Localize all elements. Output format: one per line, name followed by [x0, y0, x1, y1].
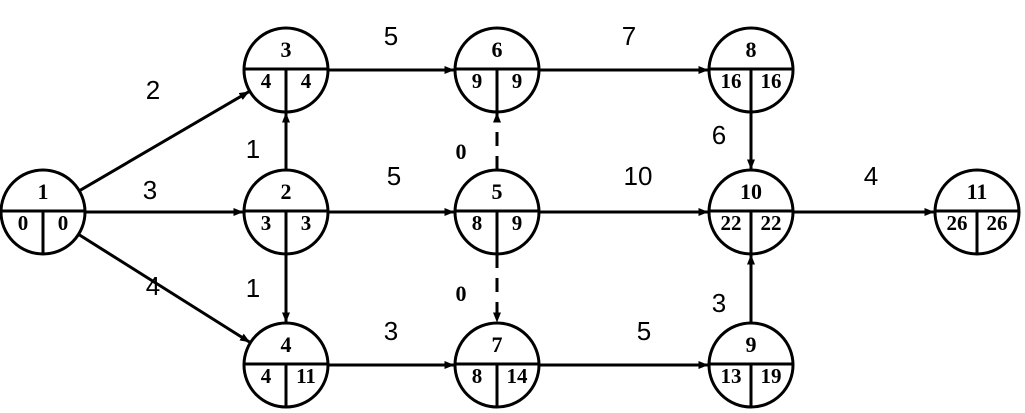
- node-late-time: 14: [507, 364, 529, 388]
- edge-label-4-7: 3: [384, 316, 398, 346]
- node-early-time: 16: [721, 69, 742, 93]
- node-late-time: 19: [761, 364, 782, 388]
- node-early-time: 8: [472, 364, 483, 388]
- node-1: 10 0: [0, 168, 87, 256]
- node-11: 11 26 26: [933, 168, 1021, 256]
- node-8: 816 16: [707, 26, 795, 114]
- node-id: 3: [281, 37, 292, 62]
- node-6: 69 9: [453, 26, 541, 114]
- node-id: 11: [967, 179, 988, 204]
- node-early-time: 9: [472, 69, 483, 93]
- edge-label-6-8: 7: [622, 21, 636, 51]
- edge-label-8-10: 6: [712, 120, 726, 150]
- edges-layer: [77, 66, 935, 369]
- node-late-time: 3: [301, 211, 312, 235]
- edge-label-2-4: 1: [246, 273, 260, 303]
- node-early-time: 8: [472, 211, 483, 235]
- node-late-time: 9: [512, 69, 523, 93]
- edge-label-2-3: 1: [246, 134, 260, 164]
- node-3: 34 4: [242, 26, 330, 114]
- edge-label-2-5: 5: [387, 161, 401, 191]
- node-id: 2: [281, 179, 292, 204]
- edge-1-4: [77, 233, 251, 344]
- node-early-time: 0: [18, 211, 29, 235]
- node-id: 5: [492, 179, 503, 204]
- node-late-time: 0: [58, 211, 69, 235]
- node-2: 23 3: [242, 168, 330, 256]
- edge-label-10-11: 4: [864, 161, 878, 191]
- node-5: 58 9: [453, 168, 541, 256]
- edge-1-3: [78, 90, 250, 193]
- node-early-time: 13: [721, 364, 742, 388]
- node-early-time: 26: [947, 211, 968, 235]
- edge-label-7-9: 5: [637, 316, 651, 346]
- node-id: 6: [492, 37, 503, 62]
- edge-label-9-10: 3: [712, 288, 726, 318]
- node-id: 4: [281, 332, 292, 357]
- node-late-time: 16: [761, 69, 782, 93]
- node-early-time: 22: [721, 211, 742, 235]
- edge-label-5-7: 0: [456, 281, 467, 306]
- edge-label-1-2: 3: [143, 175, 157, 205]
- node-late-time: 11: [296, 364, 316, 388]
- edge-label-1-3: 2: [146, 75, 160, 105]
- edge-label-3-6: 5: [384, 21, 398, 51]
- node-late-time: 9: [512, 211, 523, 235]
- node-early-time: 4: [261, 364, 272, 388]
- node-id: 9: [746, 332, 757, 357]
- edge-label-1-4: 4: [146, 271, 160, 301]
- node-id: 1: [38, 179, 49, 204]
- node-7: 78 14: [453, 321, 541, 409]
- edge-label-5-10: 10: [624, 161, 653, 191]
- node-early-time: 3: [261, 211, 272, 235]
- node-late-time: 4: [301, 69, 312, 93]
- node-9: 913 19: [707, 321, 795, 409]
- node-late-time: 26: [987, 211, 1008, 235]
- node-late-time: 22: [761, 211, 782, 235]
- node-10: 10 22 22: [707, 168, 795, 256]
- node-early-time: 4: [261, 69, 272, 93]
- edge-label-5-6: 0: [456, 139, 467, 164]
- node-id: 7: [492, 332, 503, 357]
- node-id: 10: [740, 179, 762, 204]
- node-id: 8: [746, 37, 757, 62]
